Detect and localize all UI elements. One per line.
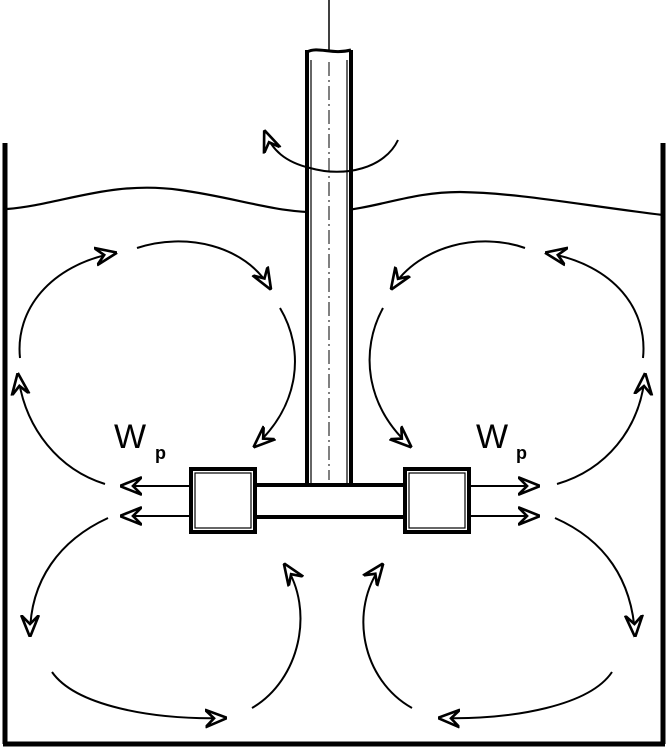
impeller-hub-bar — [253, 483, 407, 519]
impeller-blade-left — [189, 467, 257, 534]
flow-arrow-lr-bottom — [440, 671, 613, 718]
flow-arrow-ur-inner — [368, 307, 410, 446]
velocity-subscript-right: p — [516, 443, 527, 463]
flow-arrow-ll-inner — [251, 565, 300, 709]
flow-arrow-ul-inner — [255, 307, 296, 446]
tank — [2, 143, 666, 747]
velocity-label-left: W — [114, 418, 146, 456]
flow-arrow-lr-inner — [363, 565, 413, 709]
shaft — [305, 48, 353, 486]
impeller — [189, 467, 471, 534]
flow-arrow-ul-outer-up — [18, 253, 115, 359]
discharge-arrows — [122, 486, 538, 516]
flow-arrow-ll-outer — [30, 517, 109, 635]
flow-arrow-ur-outer-down — [556, 375, 645, 485]
flow-arrow-ul-outer-down — [18, 375, 106, 485]
impeller-blade-right — [403, 467, 471, 534]
flow-arrow-ll-bottom — [51, 671, 225, 718]
circulation-arrows — [18, 240, 645, 718]
rotation-arrow — [265, 132, 399, 173]
flow-arrow-ur-top — [392, 240, 526, 288]
flow-arrow-ur-outer-up — [547, 253, 645, 359]
velocity-subscript-left: p — [155, 443, 166, 463]
flow-arrow-lr-outer — [554, 517, 635, 635]
flow-arrow-ul-top — [136, 240, 270, 288]
velocity-label-right: W — [476, 418, 508, 456]
